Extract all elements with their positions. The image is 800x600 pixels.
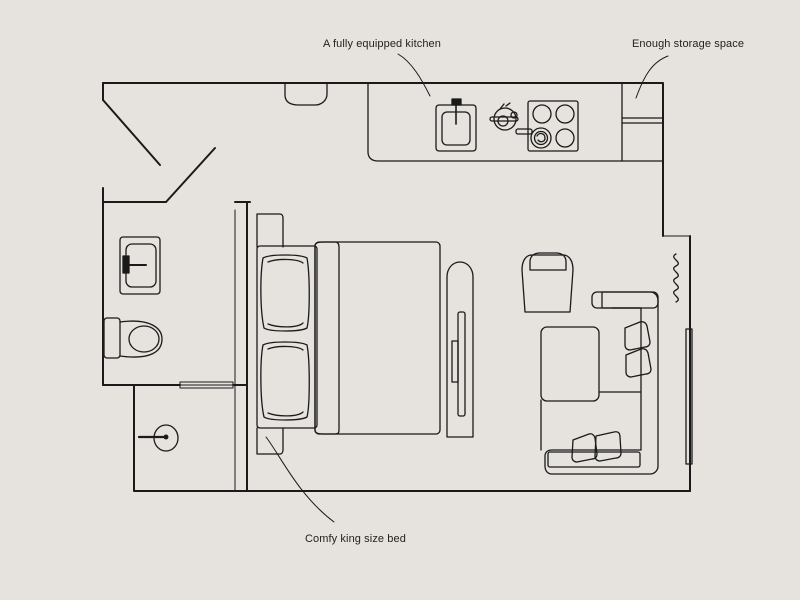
bathroom xyxy=(102,201,251,492)
outer-walls xyxy=(102,82,691,492)
toilet xyxy=(103,317,163,359)
storage-closet xyxy=(621,117,664,162)
bed xyxy=(256,213,441,455)
wall-cabinet xyxy=(284,82,328,106)
kitchen-counter xyxy=(367,82,623,162)
pillows xyxy=(260,254,310,421)
bathroom-sink xyxy=(119,236,161,295)
coffee-machine xyxy=(489,102,519,131)
entry-door xyxy=(102,99,216,203)
storage-annotation: Enough storage space xyxy=(632,38,745,50)
bed-annotation: Comfy king size bed xyxy=(305,533,406,545)
sofa xyxy=(540,291,659,475)
kitchen-sink xyxy=(435,98,477,152)
shower xyxy=(137,424,179,452)
stove xyxy=(515,100,579,152)
window-curtain xyxy=(673,253,693,465)
kitchen-annotation: A fully equipped kitchen xyxy=(323,38,441,50)
sofa-cushions xyxy=(571,321,652,463)
tv-console xyxy=(446,261,474,438)
leader-lines xyxy=(265,53,669,523)
armchair xyxy=(521,252,574,313)
